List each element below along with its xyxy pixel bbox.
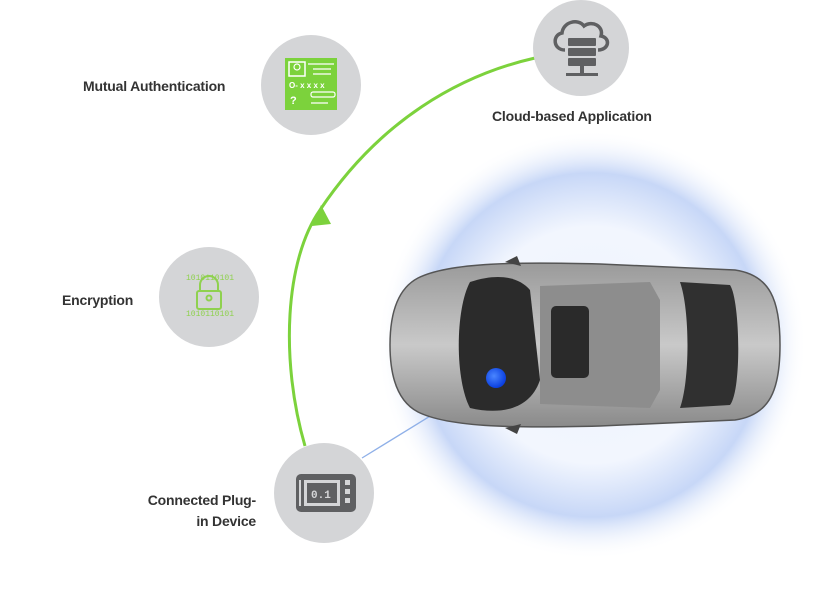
cloud-application-label: Cloud-based Application bbox=[492, 108, 652, 124]
node-mutual-authentication: O‑ x x x x ? bbox=[261, 35, 361, 135]
svg-text:1010110101: 1010110101 bbox=[186, 274, 234, 283]
plugin-device-label-line2: in Device bbox=[196, 513, 256, 529]
mutual-authentication-label: Mutual Authentication bbox=[83, 78, 226, 94]
plugin-device-label-line1: Connected Plug- bbox=[147, 492, 256, 508]
svg-text:O‑ x x x x: O‑ x x x x bbox=[289, 81, 325, 90]
cloud-server-icon bbox=[553, 20, 610, 76]
svg-text:0.1: 0.1 bbox=[311, 490, 331, 502]
svg-text:?: ? bbox=[290, 95, 297, 107]
binary-lock-icon: 1010110101 1010110101 bbox=[186, 274, 234, 319]
svg-text:1010110101: 1010110101 bbox=[186, 310, 234, 319]
node-cloud-application bbox=[533, 0, 629, 96]
node-plugin-device: 0.1 bbox=[274, 443, 374, 543]
encryption-label: Encryption bbox=[62, 292, 134, 308]
car-top-view bbox=[389, 256, 781, 434]
plugin-device-location-dot bbox=[486, 368, 506, 388]
arrow-head-icon bbox=[312, 205, 331, 226]
id-card-icon: O‑ x x x x ? bbox=[285, 58, 337, 110]
plugin-device-label: Connected Plug- in Device bbox=[148, 490, 256, 532]
node-encryption: 1010110101 1010110101 bbox=[159, 247, 259, 347]
plugin-device-icon: 0.1 bbox=[296, 474, 356, 512]
